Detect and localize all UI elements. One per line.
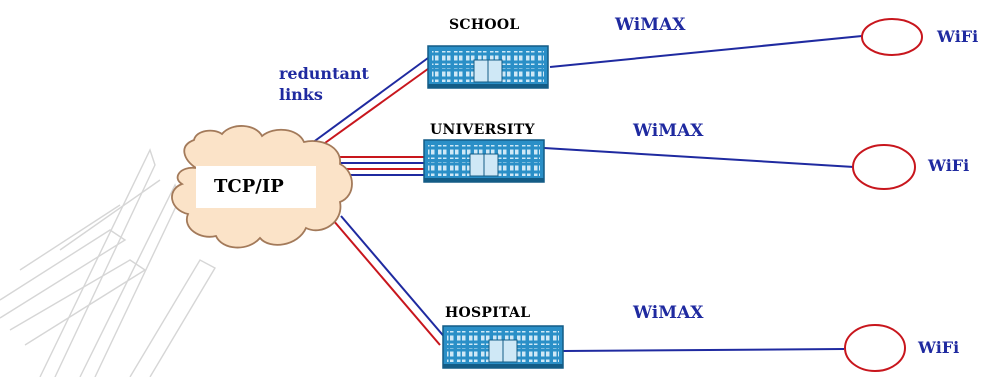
redundant-links bbox=[311, 57, 448, 346]
redundant-links-label: reduntant links bbox=[279, 64, 369, 106]
hospital-label: HOSPITAL bbox=[445, 305, 531, 321]
wifi-rings bbox=[844, 18, 923, 372]
wifi-label-school: WiFi bbox=[937, 27, 979, 46]
tcp-ip-label: TCP/IP bbox=[214, 176, 284, 197]
university-building-icon bbox=[423, 139, 545, 183]
wifi-ring-icon bbox=[861, 18, 923, 56]
wimax-links bbox=[543, 35, 863, 352]
wimax-label-school: WiMAX bbox=[615, 15, 686, 35]
watermark-lines bbox=[0, 148, 216, 377]
wifi-label-hospital: WiFi bbox=[918, 338, 960, 357]
wimax-label-hospital: WiMAX bbox=[633, 303, 704, 323]
university-label: UNIVERSITY bbox=[430, 122, 535, 138]
redundant-label-line2: links bbox=[279, 84, 323, 104]
hospital-building-icon bbox=[442, 325, 564, 369]
wifi-ring-icon bbox=[844, 324, 906, 372]
redundant-label-line1: reduntant bbox=[279, 64, 369, 83]
wifi-label-university: WiFi bbox=[928, 156, 970, 175]
wimax-label-university: WiMAX bbox=[633, 121, 704, 141]
wifi-ring-icon bbox=[852, 144, 916, 190]
school-building-icon bbox=[427, 45, 549, 89]
cloud-icon bbox=[171, 125, 353, 249]
school-label: SCHOOL bbox=[449, 17, 520, 33]
